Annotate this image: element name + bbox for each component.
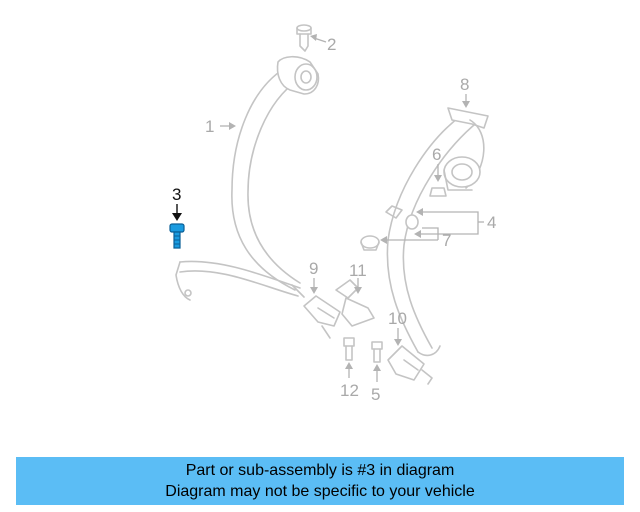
buckle-part-9 [303, 295, 341, 339]
callout-12: 12 [340, 381, 359, 400]
seat-belt-assembly-left [175, 67, 305, 301]
bolt-part-3-highlighted [169, 223, 185, 249]
buckle-part-10 [387, 345, 433, 385]
belt-guide [385, 205, 419, 230]
callout-8: 8 [460, 75, 469, 94]
retractor [443, 156, 481, 191]
parts-diagram: 2 1 8 6 4 7 3 9 11 10 12 5 [169, 24, 496, 404]
callout-1: 1 [205, 117, 214, 136]
leader-lines [172, 34, 484, 382]
banner-line-disclaimer: Diagram may not be specific to your vehi… [165, 483, 475, 500]
callout-6: 6 [432, 145, 441, 164]
callout-11: 11 [349, 261, 367, 280]
info-banner: Part or sub-assembly is #3 in diagram Di… [16, 457, 624, 505]
bolt-part-12 [343, 337, 355, 361]
banner-line-part-number: Part or sub-assembly is #3 in diagram [185, 462, 455, 479]
callout-10: 10 [388, 309, 407, 328]
callout-7: 7 [442, 231, 451, 250]
callout-2: 2 [327, 35, 336, 54]
anchor-plate-part-11 [335, 279, 375, 327]
upper-anchor [276, 55, 320, 95]
callout-5: 5 [371, 385, 380, 404]
callout-9: 9 [309, 259, 318, 278]
callout-3: 3 [172, 185, 181, 204]
callout-4: 4 [487, 213, 496, 232]
cap-part-7 [360, 235, 380, 251]
cap-part-6 [429, 187, 447, 197]
bolt-part-2 [296, 24, 312, 52]
bolt-part-5 [371, 341, 383, 363]
